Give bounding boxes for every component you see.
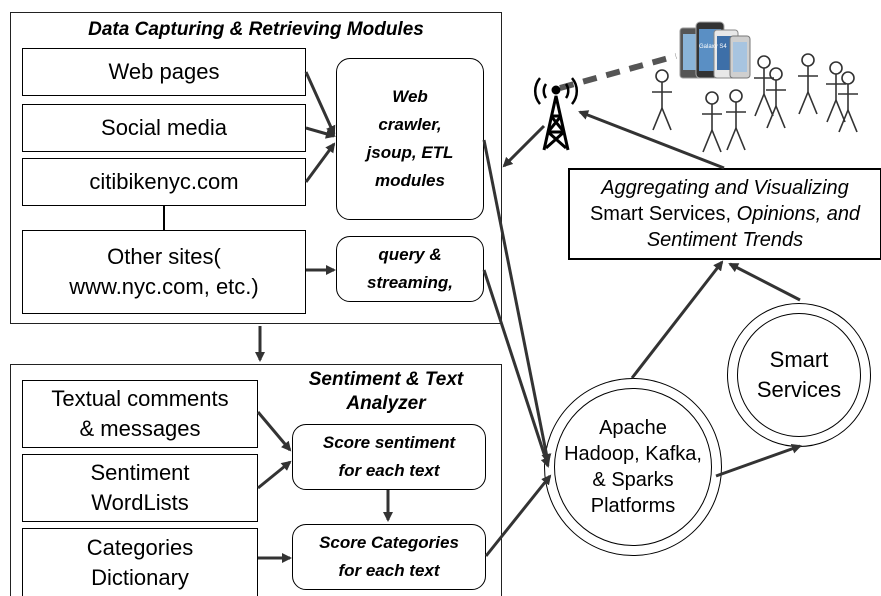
- arrow-platform-aggregation: [630, 260, 724, 379]
- arrow-scorecat-platform: [484, 474, 552, 557]
- arrow-smart-aggregation: [728, 262, 801, 302]
- data-capturing-panel: [10, 12, 502, 324]
- input-sentiment-wordlists: Sentiment WordLists: [22, 454, 258, 522]
- input-categories-dictionary: Categories Dictionary: [22, 528, 258, 596]
- platform-circle: Apache Hadoop, Kafka, & Sparks Platforms: [554, 388, 712, 546]
- smart-services-circle: Smart Services: [737, 313, 861, 437]
- arrow-webpages-crawler: [304, 71, 336, 136]
- aggregation-box: Aggregating and Visualizing Smart Servic…: [568, 168, 881, 260]
- input-textual-comments: Textual comments & messages: [22, 380, 258, 448]
- arrow-platform-smart: [715, 443, 802, 478]
- cell-tower-icon: [533, 77, 579, 151]
- arrow-crawler-platform: [482, 139, 552, 464]
- smartphone-icon: [679, 21, 751, 79]
- source-social-media: Social media: [22, 104, 306, 152]
- arrow-tower-panel: [502, 124, 546, 168]
- source-citibike: citibikenyc.com: [22, 158, 306, 206]
- source-web-pages: Web pages: [22, 48, 306, 96]
- person-icon: [766, 67, 786, 129]
- person-icon: [652, 69, 672, 131]
- arrow-aggregation-tower: [578, 110, 725, 170]
- arrow-query-platform: [482, 269, 551, 468]
- dashed-link: [559, 53, 677, 91]
- query-streaming-module: query & streaming,: [336, 236, 484, 302]
- crawler-module: Web crawler, jsoup, ETL modules: [336, 58, 484, 220]
- arrow-social-crawler: [305, 126, 336, 139]
- person-icon: [754, 55, 774, 117]
- source-other-sites: Other sites( www.nyc.com, etc.): [22, 230, 306, 314]
- person-icon: [838, 71, 858, 133]
- data-capturing-title: Data Capturing & Retrieving Modules: [88, 19, 424, 40]
- person-icon: [798, 53, 818, 115]
- sentiment-analyzer-panel: [10, 364, 502, 596]
- person-icon: [726, 89, 746, 151]
- phone-label: Galaxy S4: [699, 44, 727, 50]
- person-icon: [826, 61, 846, 123]
- arrow-comments-score: [256, 411, 292, 452]
- source-connector: [163, 206, 165, 230]
- score-categories-module: Score Categories for each text: [292, 524, 486, 590]
- arrow-wordlists-score: [257, 460, 292, 490]
- sentiment-analyzer-title: Sentiment & Text Analyzer: [308, 369, 464, 414]
- person-icon: [702, 91, 722, 153]
- score-sentiment-module: Score sentiment for each text: [292, 424, 486, 490]
- arrow-citibike-crawler: [304, 142, 336, 183]
